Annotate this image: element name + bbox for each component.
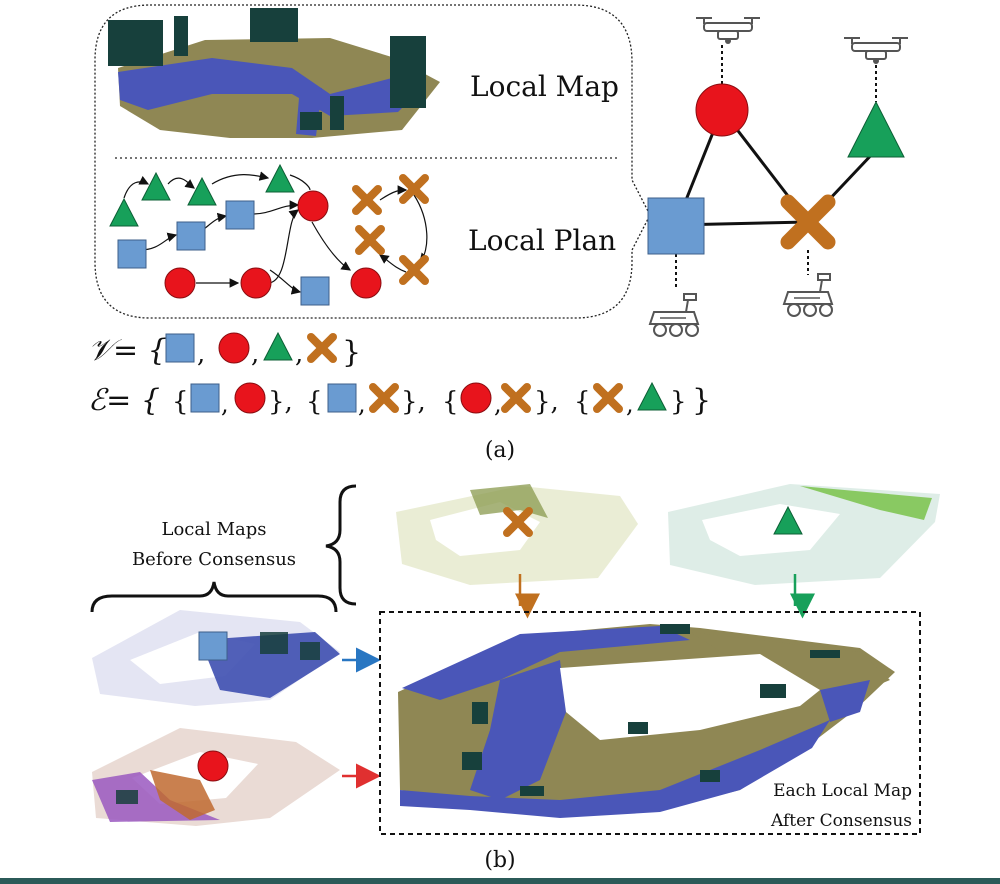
plan-square [225,200,255,230]
local-plan-label: Local Plan [468,224,616,257]
plan-cross [356,189,378,211]
svg-text:{: { [442,387,459,417]
local-map-square-before [92,610,340,706]
svg-text:}: } [342,335,361,370]
local-map-triangle-before [668,484,940,585]
svg-text:},: }, [268,387,293,417]
local-map-circle-before [92,728,340,826]
svg-text:{: { [172,387,189,417]
local-info-bubble [94,4,651,319]
before-consensus-line2: Before Consensus [132,549,296,570]
plan-circle [297,190,329,222]
after-consensus-line2: After Consensus [770,811,912,831]
svg-text:{: { [306,387,323,417]
plan-circle [240,267,272,299]
svg-text:,: , [221,390,229,418]
plan-cross [359,229,381,251]
svg-text:}: } [692,383,711,418]
drone-icon [843,37,909,65]
local-plan-nodes [109,164,425,306]
svg-text:,: , [251,339,259,369]
local-map-label: Local Map [470,70,619,103]
svg-text:,: , [626,390,634,418]
plan-circle [350,267,382,299]
svg-text:,: , [494,390,502,418]
edge-set: { , }, { , }, { , }, { , } } [172,382,711,418]
bottom-rule [0,878,1000,884]
caption-b: (b) [484,848,515,873]
svg-text:},: }, [534,387,559,417]
vertical-brace [325,484,357,606]
robot-node-square [647,197,705,255]
plan-triangle [109,198,139,227]
consensus-map [398,624,895,818]
local-map-cross-before [396,484,638,585]
robot-node-triangle [847,100,905,158]
svg-text:,: , [295,339,303,369]
edge-set-prefix: ℰ= { [88,383,160,418]
svg-text:}: } [670,387,687,417]
svg-text:},: }, [401,387,426,417]
plan-triangle [141,172,171,201]
plan-square [300,276,330,306]
rover-icon [783,273,833,317]
rover-icon [649,293,699,337]
svg-text:,: , [197,339,205,369]
local-map-thumbnail [108,8,440,138]
after-consensus-line1: Each Local Map [773,781,912,801]
vertex-set: , , , } [165,332,361,370]
vertex-set-prefix: 𝒱= { [88,333,167,368]
plan-triangle [265,164,295,193]
caption-a: (a) [485,438,515,463]
plan-square [117,239,147,269]
svg-text:,: , [358,390,366,418]
consensus-box [379,611,921,835]
drone-icon [695,17,761,45]
plan-triangle [187,177,217,206]
plan-cross [403,178,425,200]
plan-circle [164,267,196,299]
robot-node-circle [695,83,749,137]
svg-text:{: { [574,387,591,417]
before-consensus-line1: Local Maps [161,519,266,540]
plan-square [176,221,206,251]
plan-cross [403,259,425,281]
horizontal-brace [90,581,338,613]
robot-graph [647,17,909,337]
robot-node-cross [780,194,836,250]
